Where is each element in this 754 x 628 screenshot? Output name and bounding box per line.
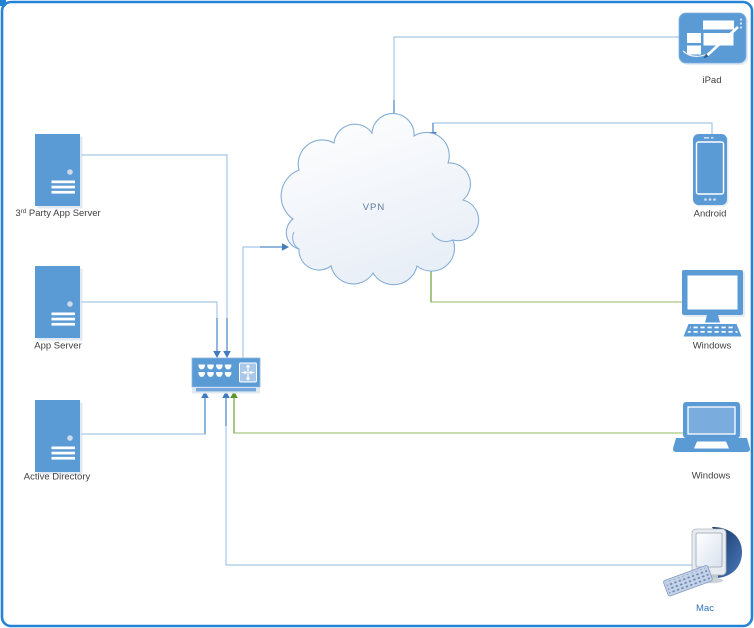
cloud-icon [280,112,480,286]
node-mac[interactable]: Mac [663,527,742,614]
touchpad [694,441,729,449]
connector-mac-to-switch[interactable] [222,391,694,566]
stylus-icon [706,26,739,57]
connector-3rd-party-to-switch[interactable] [81,154,231,358]
laptop-icon [672,402,751,453]
node-windows-laptop[interactable]: Windows [672,402,751,482]
keyboard-icon [663,565,713,597]
vpn-cloud-node[interactable]: VPN [280,112,480,286]
cloud-inner-curl [292,231,300,250]
imac-crt-icon [663,527,742,597]
connector-desktop-to-cloud[interactable] [427,262,682,303]
node-app-server[interactable]: App Server [34,266,83,352]
server-icon [35,400,83,475]
node-android[interactable]: Android [693,134,729,220]
cloud-inner-curl [431,232,454,243]
windows-laptop-label: Windows [692,471,731,482]
active-directory-label: Active Directory [24,472,91,483]
arrowhead [213,351,221,358]
node-ipad[interactable]: iPad [678,12,748,86]
connector-ipad-to-cloud[interactable] [390,36,679,131]
connector-android-to-cloud[interactable] [429,122,713,139]
third-party-app-server-label: 3rd Party App Server [15,208,100,219]
node-windows-desktop[interactable]: Windows [682,270,745,352]
connector-active-directory-to-switch[interactable] [81,391,209,435]
keyboard-icon [687,326,739,334]
android-label: Android [694,209,727,220]
vpn-cloud-label: VPN [363,202,386,213]
server-icon [35,134,83,209]
connector-switch-to-cloud[interactable] [242,243,289,358]
node-active-directory[interactable]: Active Directory [24,400,91,483]
mac-label: Mac [696,603,714,614]
smartphone-icon [693,134,729,207]
tablet-icon [678,12,748,65]
switch-routing-symbol [239,362,257,383]
ipad-label: iPad [702,75,721,86]
connector-laptop-to-switch[interactable] [230,391,683,434]
connector-app-server-to-switch[interactable] [81,301,221,358]
node-network-switch[interactable] [191,357,261,394]
windows-desktop-label: Windows [693,341,732,352]
app-server-label: App Server [34,341,82,352]
server-icon [35,266,83,341]
arrowhead [282,243,289,251]
node-third-party-app-server[interactable]: 3rd Party App Server [15,134,101,219]
desktop-computer-icon [682,270,745,337]
arrowhead [223,351,231,358]
switch-shadow [196,388,256,392]
